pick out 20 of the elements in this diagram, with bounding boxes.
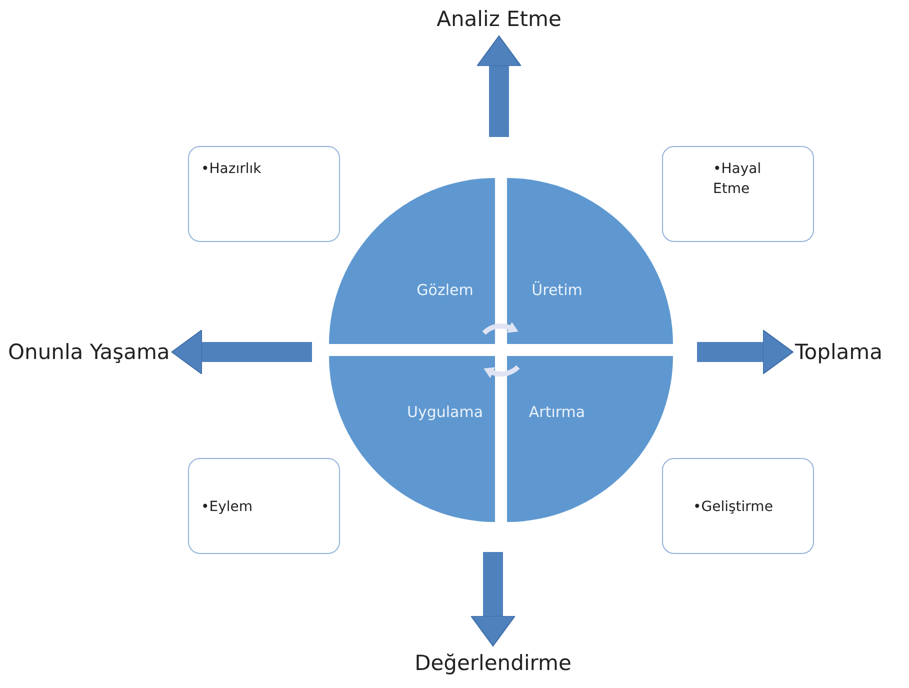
stage-label: Toplama [795,337,882,367]
stage-label: Onunla Yaşama [8,337,170,367]
block-arrow [697,330,794,374]
block-arrow [470,552,516,646]
stage-label: Analiz Etme [436,4,562,34]
block-arrow [476,36,522,137]
note-box [662,458,814,554]
bullet-text: •Geliştirme [693,498,774,517]
block-arrow [171,330,312,374]
bullet-text: •Eylem [201,498,254,517]
bullet-text: •Hayal Etme [713,160,762,199]
bullet-text: •Hazırlık [201,160,262,179]
quadrant-label: Üretim [532,281,582,299]
stage-label: Değerlendirme [414,648,572,678]
quadrant-label: Uygulama [406,403,484,421]
quadrant-label: Artırma [528,403,586,421]
note-box [662,146,814,242]
note-box [188,458,340,554]
note-box [188,146,340,242]
quadrant-label: Gözlem [416,281,474,299]
